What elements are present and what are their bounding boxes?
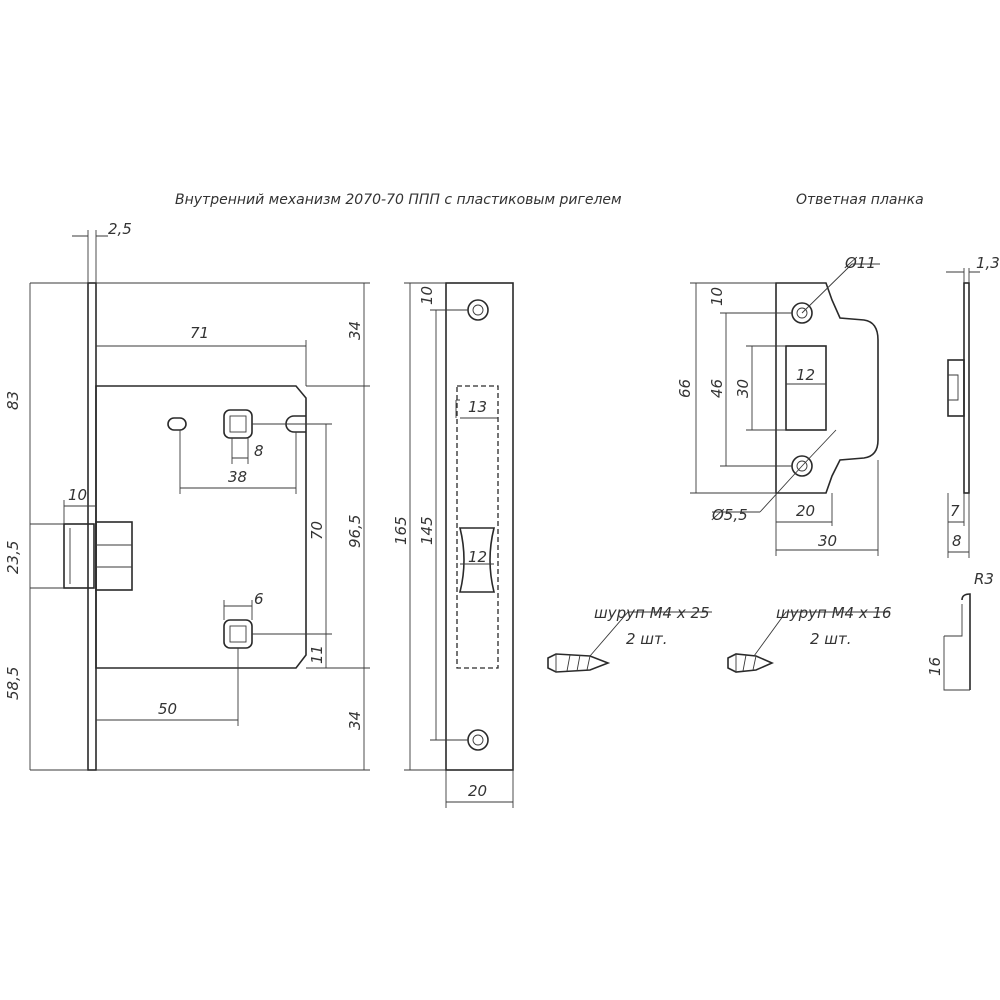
dim-strike-dia-5-5: Ø5,5 [711, 506, 748, 524]
dim-total-165: 165 [392, 516, 410, 545]
dim-strike-dia-11: Ø11 [844, 254, 876, 272]
dim-bottom-34: 34 [346, 711, 364, 730]
dim-offset-50: 50 [158, 700, 177, 718]
bend-detail [961, 593, 971, 690]
lock-body [95, 385, 307, 669]
screw-b-qty: 2 шт. [810, 630, 852, 648]
faceplate-screw-top [467, 299, 489, 321]
screw-m4x25: шуруп М4 х 25 2 шт. [547, 604, 712, 673]
dim-sq-6: 6 [254, 590, 264, 608]
square-spindle-bottom [223, 619, 253, 649]
dim-strike-30w: 30 [818, 532, 837, 550]
dim-win-12: 12 [468, 548, 487, 566]
latch-housing [95, 521, 133, 591]
dim-latch-10: 10 [68, 486, 87, 504]
screw-a-name: шуруп М4 х 25 [594, 604, 710, 622]
dim-plate-thickness: 2,5 [108, 220, 132, 238]
strike-latch-opening [785, 345, 827, 431]
dim-top-10: 10 [418, 286, 436, 305]
dim-strike-30: 30 [734, 379, 752, 398]
dim-side-7: 7 [950, 502, 960, 520]
dim-r3: R3 [974, 570, 994, 588]
dim-side-1-3: 1,3 [976, 254, 1000, 272]
dim-slot-8: 8 [254, 442, 264, 460]
screw-a-qty: 2 шт. [626, 630, 668, 648]
screw-short-icon [727, 653, 774, 673]
dim-83: 83 [4, 391, 22, 410]
dim-23-5: 23,5 [4, 541, 22, 574]
main-title: Внутренний механизм 2070-70 ППП с пласти… [175, 192, 622, 208]
dim-body-96-5: 96,5 [346, 515, 364, 548]
strike-plate [775, 282, 879, 494]
dim-strike-12: 12 [796, 366, 815, 384]
dim-top-34: 34 [346, 321, 364, 340]
dim-hole-145: 145 [418, 516, 436, 545]
square-spindle-top [223, 409, 253, 439]
latch-bolt [63, 523, 95, 589]
dim-width-71: 71 [190, 324, 209, 342]
bolt-window-dashed [456, 385, 499, 669]
faceplate-screw-bottom [467, 729, 489, 751]
strike-side-lip [947, 359, 965, 417]
lock-front-view: 2,5 71 83 23,5 58,5 10 8 38 70 11 34 96,… [4, 220, 370, 771]
faceplate [445, 282, 514, 771]
dim-strike-10: 10 [708, 287, 726, 306]
dim-win-13: 13 [468, 398, 487, 416]
faceplate-view: 13 12 165 145 10 20 [392, 282, 514, 808]
dim-h16: 16 [926, 657, 944, 676]
oval-slot [167, 417, 187, 431]
faceplate-edge [87, 282, 97, 771]
dim-strike-20: 20 [796, 502, 815, 520]
strike-title: Ответная планка [796, 192, 924, 208]
strike-plate-view: Ø11 66 46 10 30 12 Ø5,5 20 30 [676, 254, 880, 556]
strike-side-view: 1,3 7 8 R3 16 [926, 254, 1000, 691]
dim-strike-66: 66 [676, 379, 694, 398]
dim-58-5: 58,5 [4, 667, 22, 700]
dim-side-8: 8 [952, 532, 962, 550]
dim-spacing-70: 70 [308, 521, 326, 540]
latch-window [458, 527, 496, 593]
dim-face-20: 20 [468, 782, 487, 800]
dim-slot-38: 38 [228, 468, 247, 486]
screw-long-icon [547, 653, 611, 673]
screw-b-name: шуруп М4 х 16 [776, 604, 892, 622]
screw-m4x16: шуруп М4 х 16 2 шт. [727, 604, 892, 673]
dim-bottom-11: 11 [308, 645, 326, 664]
dim-strike-46: 46 [708, 379, 726, 398]
